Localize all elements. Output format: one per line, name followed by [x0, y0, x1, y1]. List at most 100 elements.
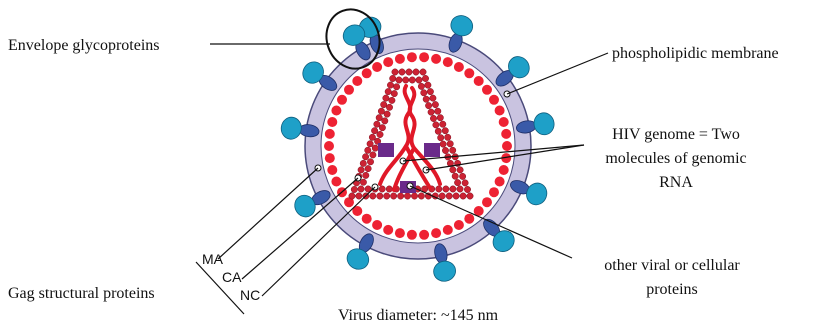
capsid-bead	[367, 159, 373, 165]
capsid-bead	[384, 193, 390, 199]
capsid-bead	[418, 83, 424, 89]
capsid-bead	[427, 88, 433, 94]
capsid-bead	[383, 95, 389, 101]
label-phospholipidic-membrane: phospholipidic membrane	[612, 45, 779, 62]
capsid-bead	[454, 179, 460, 185]
matrix-dot	[499, 117, 509, 127]
label-virus-diameter: Virus diameter: ~145 nm	[338, 307, 499, 324]
capsid-bead	[452, 173, 458, 179]
viral-protein-block	[378, 143, 394, 157]
matrix-dot	[372, 220, 382, 230]
capsid-bead	[435, 108, 441, 114]
capsid-bead	[379, 125, 385, 131]
matrix-dot	[325, 129, 335, 139]
capsid-bead	[363, 172, 369, 178]
capsid-bead	[371, 128, 377, 134]
capsid-bead	[384, 111, 390, 117]
capsid-bead	[416, 77, 422, 83]
capsid-bead	[432, 101, 438, 107]
matrix-dot	[431, 228, 441, 238]
capsid-bead	[428, 109, 434, 115]
capsid-bead	[404, 193, 410, 199]
matrix-dot	[383, 225, 393, 235]
matrix-dot	[474, 76, 484, 86]
label-gag-structural-proteins: Gag structural proteins	[8, 285, 155, 302]
capsid-bead	[377, 131, 383, 137]
matrix-dot	[495, 106, 505, 116]
capsid-bead	[450, 147, 456, 153]
matrix-dot	[327, 165, 337, 175]
matrix-dot	[327, 117, 337, 127]
capsid-bead	[435, 128, 441, 134]
capsid-bead	[457, 186, 463, 192]
matrix-dot	[501, 129, 511, 139]
label-ca: CA	[222, 269, 242, 285]
capsid-bead	[442, 128, 448, 134]
capsid-bead	[459, 173, 465, 179]
capsid-bead	[460, 193, 466, 199]
capsid-bead	[462, 180, 468, 186]
capsid-bead	[349, 193, 355, 199]
capsid-bead	[418, 193, 424, 199]
capsid-bead	[360, 160, 366, 166]
capsid-bead	[467, 193, 473, 199]
matrix-dot	[331, 106, 341, 116]
capsid-bead	[396, 77, 402, 83]
matrix-dot	[325, 153, 335, 163]
matrix-dot	[352, 76, 362, 86]
capsid-bead	[411, 193, 417, 199]
capsid-bead	[433, 122, 439, 128]
viral-protein-block	[424, 143, 440, 157]
matrix-dot	[383, 57, 393, 67]
capsid-bead	[422, 75, 428, 81]
capsid-bead	[413, 69, 419, 75]
matrix-dot	[407, 230, 417, 240]
label-genome-line-1: HIV genome = Two	[612, 126, 740, 143]
matrix-dot	[489, 95, 499, 105]
matrix-dot	[499, 165, 509, 175]
matrix-dot	[464, 214, 474, 224]
capsid-bead	[362, 154, 368, 160]
capsid-bead	[360, 179, 366, 185]
capsid-bead	[377, 193, 383, 199]
capsid-bead	[356, 193, 362, 199]
matrix-dot	[482, 85, 492, 95]
label-ma: MA	[202, 251, 224, 267]
matrix-dot	[482, 197, 492, 207]
capsid-bead	[351, 186, 357, 192]
capsid-bead	[386, 104, 392, 110]
matrix-dot	[331, 177, 341, 187]
capsid-bead	[453, 193, 459, 199]
matrix-dot	[395, 228, 405, 238]
capsid-bead	[376, 115, 382, 121]
capsid-bead	[372, 145, 378, 151]
capsid-bead	[370, 193, 376, 199]
capsid-bead	[382, 118, 388, 124]
capsid-bead	[393, 84, 399, 90]
capsid-bead	[358, 186, 364, 192]
capsid-bead	[386, 186, 392, 192]
capsid-bead	[464, 186, 470, 192]
capsid-bead	[392, 69, 398, 75]
matrix-dot	[324, 141, 334, 151]
capsid-bead	[446, 193, 452, 199]
matrix-dot	[407, 52, 417, 62]
matrix-dot	[431, 54, 441, 64]
matrix-dot	[395, 54, 405, 64]
label-envelope-glycoproteins: Envelope glycoproteins	[8, 37, 160, 54]
label-genome-line-2: molecules of genomic	[605, 150, 746, 167]
capsid-bead	[391, 90, 397, 96]
matrix-dot	[489, 187, 499, 197]
capsid-bead	[421, 90, 427, 96]
label-other-proteins-line-1: other viral or cellular	[604, 257, 740, 274]
capsid-bead	[440, 141, 446, 147]
label-genome-line-3: RNA	[659, 174, 693, 191]
matrix-dot	[362, 214, 372, 224]
matrix-dot	[495, 177, 505, 187]
capsid-bead	[442, 147, 448, 153]
label-other-proteins-line-2: proteins	[646, 281, 698, 298]
capsid-bead	[420, 69, 426, 75]
capsid-bead	[367, 141, 373, 147]
capsid-bead	[430, 115, 436, 121]
